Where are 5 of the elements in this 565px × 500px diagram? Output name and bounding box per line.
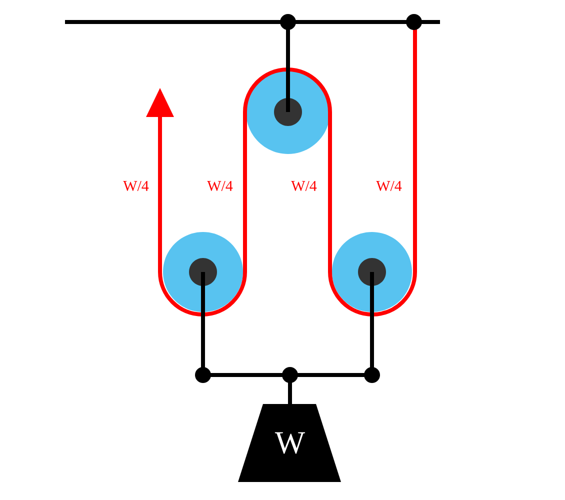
force-label: W/4 — [376, 180, 402, 192]
force-label: W/4 — [207, 180, 233, 192]
weight: W — [238, 404, 341, 482]
force-label: W/4 — [123, 180, 149, 192]
force-label: W/4 — [291, 180, 317, 192]
